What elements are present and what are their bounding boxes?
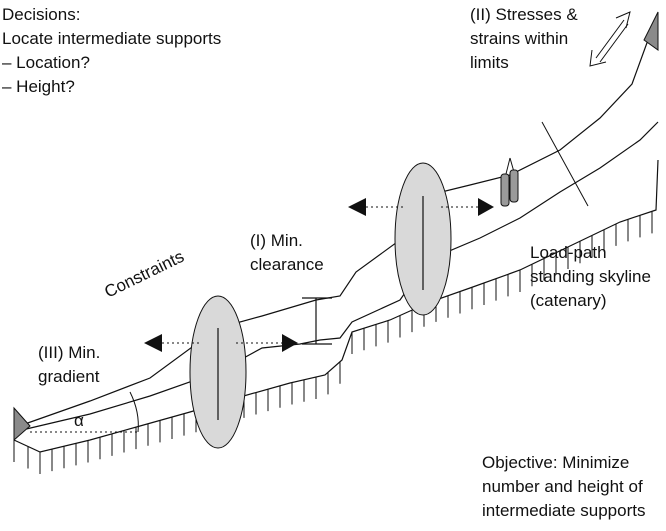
load-path-pointer xyxy=(541,121,589,207)
stress-double-arrow-icon xyxy=(589,11,631,67)
terrain-surface xyxy=(13,159,659,453)
left-anchor-icon xyxy=(13,406,31,442)
terrain xyxy=(13,159,659,474)
carriage-icon xyxy=(500,157,519,207)
skyline-upper xyxy=(21,39,649,426)
load-path-text: Load-path standing skyline (catenary) xyxy=(530,243,656,310)
gradient-angle xyxy=(30,391,139,433)
objective-text: Objective: Minimize number and height of… xyxy=(482,453,647,520)
min-gradient-text: (III) Min. gradient xyxy=(38,343,105,386)
alpha-symbol: α xyxy=(74,411,84,430)
arrow-pair-1 xyxy=(144,334,298,352)
constraints-text: Constraints xyxy=(101,247,187,302)
terrain-hatching xyxy=(27,211,653,474)
clearance-marker xyxy=(302,297,332,345)
right-anchor-icon xyxy=(643,11,659,51)
decisions-text: Decisions: Locate intermediate supports … xyxy=(2,5,226,96)
stresses-text: (II) Stresses & strains within limits xyxy=(470,5,582,72)
min-clearance-text: (I) Min. clearance xyxy=(250,231,324,274)
arrow-pair-2 xyxy=(348,198,494,216)
